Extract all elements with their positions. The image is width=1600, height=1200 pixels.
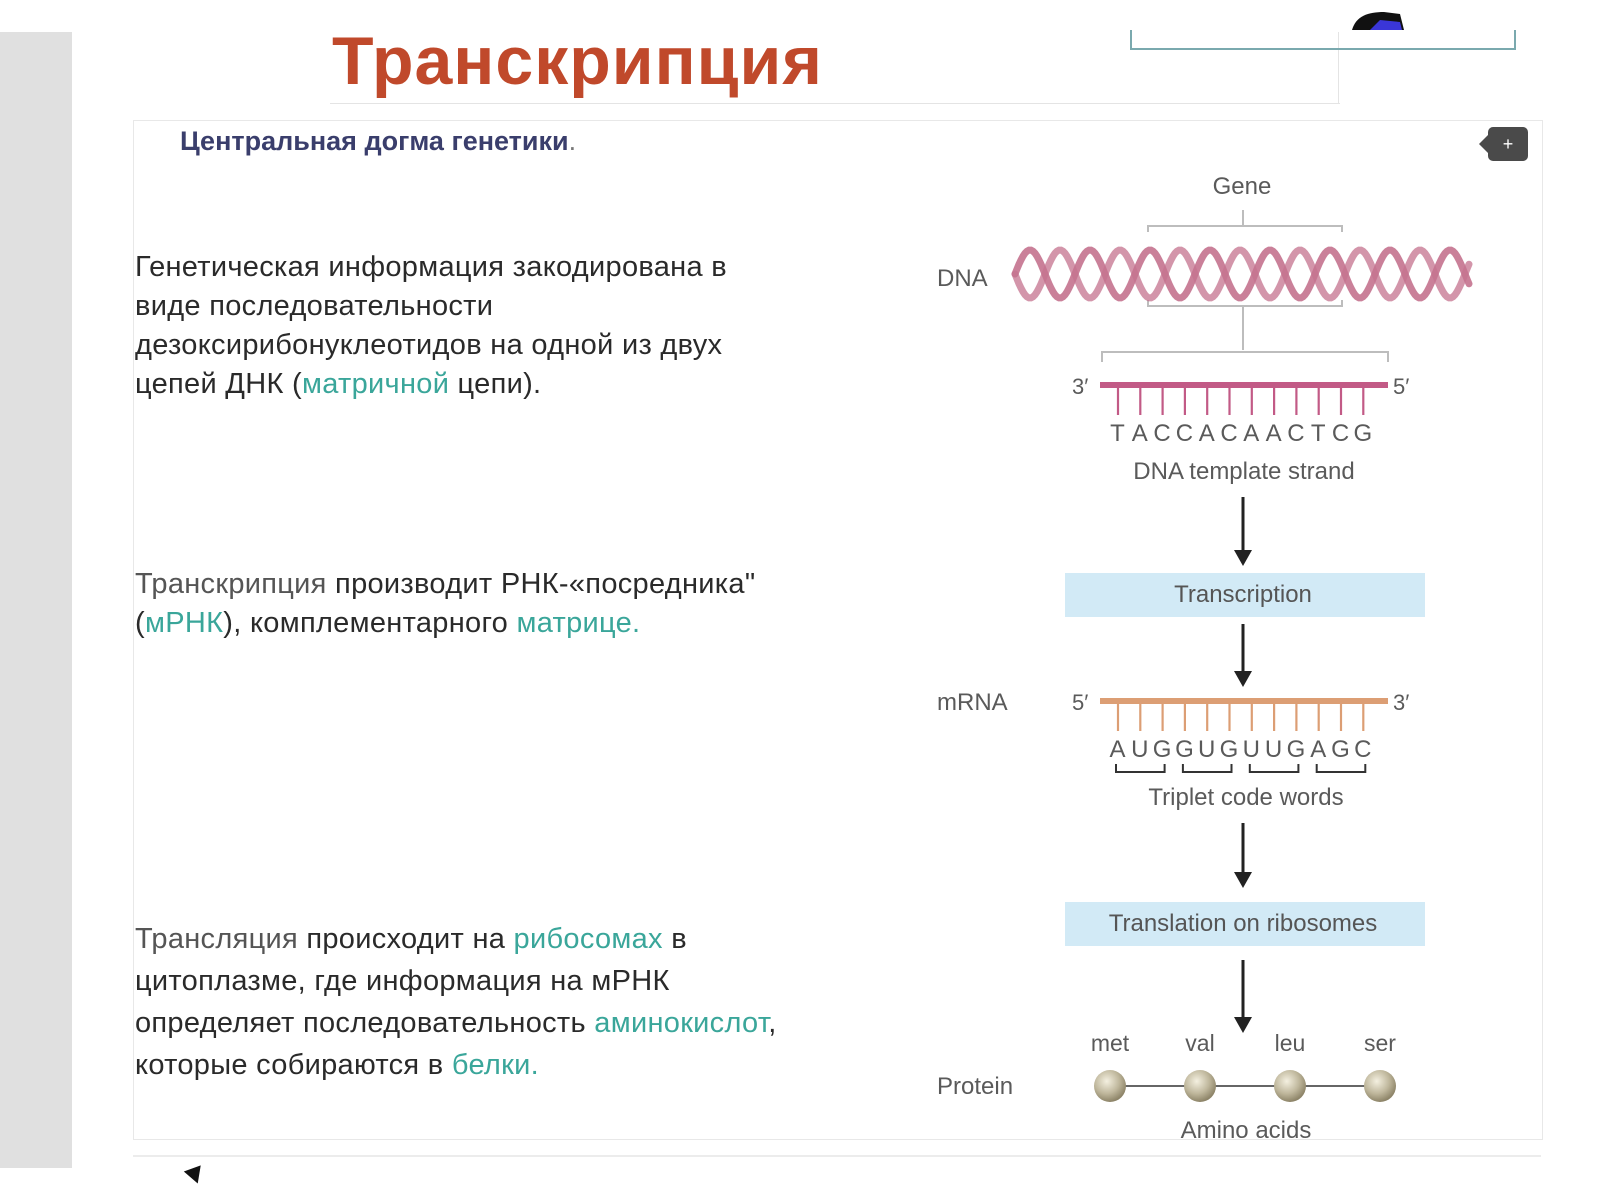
top-bracket-frame <box>1130 30 1516 50</box>
p2-highlight-matrix: матрице. <box>516 607 641 639</box>
p3-highlight-ribosomes: рибосомах <box>513 923 663 955</box>
slide-subtitle: Центральная догма генетики. <box>180 126 576 157</box>
title-divider <box>1338 32 1339 104</box>
title-underline <box>330 103 1340 104</box>
subtitle-text: Центральная догма генетики <box>180 126 569 156</box>
p2-term-transcription: Транскрипция <box>135 568 327 600</box>
p3-highlight-amino-acids: аминокислот <box>594 1007 769 1039</box>
panel-bottom-divider <box>133 1155 1541 1157</box>
p3-text-3: , которые собираются в <box>135 1007 777 1081</box>
p1-text-2: цепи). <box>449 368 542 400</box>
p1-text-1: Генетическая информация закодирована в в… <box>135 251 727 400</box>
tab-widget-icon[interactable] <box>1350 6 1410 32</box>
p2-highlight-mrna: мРНК <box>144 607 224 639</box>
p3-term-translation: Трансляция <box>135 923 298 955</box>
paragraph-transcription: Транскрипция производит РНК-«посредника"… <box>135 565 795 643</box>
paragraph-translation: Трансляция происходит на рибосомах в цит… <box>135 918 795 1086</box>
p3-text-2: в цитоплазме, где информация на мРНК опр… <box>135 923 687 1039</box>
paragraph-genetic-info: Генетическая информация закодирована в в… <box>135 248 795 404</box>
p2-text-1: производит РНК-«посредника" ( <box>135 568 756 639</box>
p3-text-1: происходит на <box>298 923 514 955</box>
p2-text-2: ), комплементарного <box>223 607 517 639</box>
slide-title: Транскрипция <box>332 23 823 99</box>
p1-highlight-template: матричной <box>302 368 450 400</box>
left-sidebar-strip <box>0 32 72 1168</box>
subtitle-dot: . <box>568 126 577 156</box>
plus-icon: + <box>1502 134 1514 154</box>
mouse-cursor-icon <box>183 1165 207 1187</box>
expand-button[interactable]: + <box>1479 127 1528 161</box>
p3-highlight-proteins: белки. <box>451 1049 539 1081</box>
